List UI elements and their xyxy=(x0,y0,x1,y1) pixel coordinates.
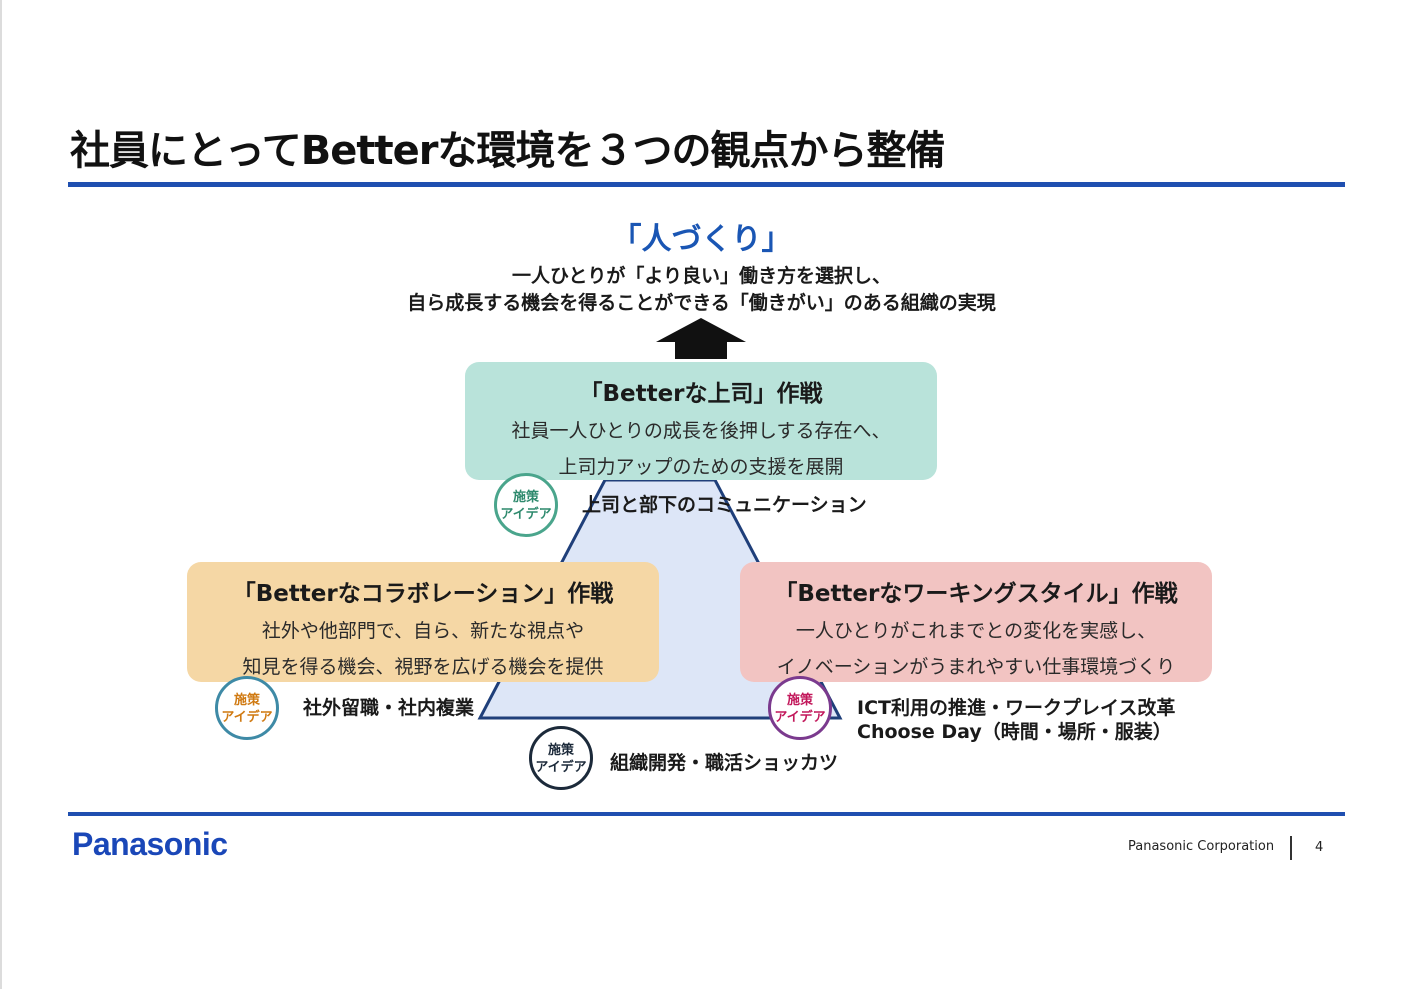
badge-label-1: 施策 xyxy=(233,693,260,708)
badge-label-2: アイデア xyxy=(500,507,552,522)
footer-rule xyxy=(68,812,1345,816)
box-better-collaboration-desc-2: 知見を得る機会、視野を広げる機会を提供 xyxy=(242,656,604,678)
company-name: Panasonic Corporation xyxy=(1128,839,1275,854)
up-arrow-icon xyxy=(656,318,746,342)
box-better-working-style-desc-2: イノベーションがうまれやすい仕事環境づくり xyxy=(776,656,1176,678)
idea-organization-text: 組織開発・職活ショッカツ xyxy=(610,752,839,774)
idea-collaboration-text: 社外留職・社内複業 xyxy=(303,697,475,719)
goal-line-2: 自ら成長する機会を得ることができる「働きがい」のある組織の実現 xyxy=(407,292,996,314)
box-better-collaboration: 「Betterなコラボレーション」作戦 社外や他部門で、自ら、新たな視点や 知見… xyxy=(187,562,659,682)
idea-badge-working-style: 施策 アイデア xyxy=(768,676,832,740)
up-arrow-stem xyxy=(675,341,727,359)
idea-boss-text: 上司と部下のコミュニケーション xyxy=(582,494,867,516)
title-rule xyxy=(68,182,1345,187)
badge-label-1: 施策 xyxy=(547,743,574,758)
page-number: 4 xyxy=(1315,840,1324,855)
box-better-collaboration-title: 「Betterなコラボレーション」作戦 xyxy=(232,581,614,607)
badge-label-1: 施策 xyxy=(512,490,539,505)
box-better-working-style-title: 「Betterなワーキングスタイル」作戦 xyxy=(774,581,1178,607)
idea-badge-organization: 施策 アイデア xyxy=(529,726,593,790)
idea-working-style-text-2: Choose Day（時間・場所・服装） xyxy=(857,721,1172,743)
box-better-collaboration-desc-1: 社外や他部門で、自ら、新たな視点や xyxy=(261,620,585,642)
badge-label-2: アイデア xyxy=(774,710,826,725)
idea-badge-collaboration: 施策 アイデア xyxy=(215,676,279,740)
box-better-boss-desc-2: 上司力アップのための支援を展開 xyxy=(558,456,844,478)
badge-label-2: アイデア xyxy=(221,710,273,725)
goal-line-1: 一人ひとりが「より良い」働き方を選択し、 xyxy=(511,265,892,287)
box-better-boss-title: 「Betterな上司」作戦 xyxy=(579,381,823,407)
badge-label-1: 施策 xyxy=(786,693,813,708)
goal-title: 「人づくり」 xyxy=(611,222,792,257)
box-better-boss-desc-1: 社員一人ひとりの成長を後押しする存在へ、 xyxy=(511,420,891,442)
box-better-working-style-desc-1: 一人ひとりがこれまでとの変化を実感し、 xyxy=(795,620,1157,642)
slide-title: 社員にとってBetterな環境を３つの観点から整備 xyxy=(70,128,946,174)
box-better-boss: 「Betterな上司」作戦 社員一人ひとりの成長を後押しする存在へ、 上司力アッ… xyxy=(465,362,937,480)
idea-badge-boss: 施策 アイデア xyxy=(494,473,558,537)
footer-separator xyxy=(1290,836,1292,860)
slide-edge xyxy=(0,0,2,989)
box-better-working-style: 「Betterなワーキングスタイル」作戦 一人ひとりがこれまでとの変化を実感し、… xyxy=(740,562,1212,682)
idea-working-style-text-1: ICT利用の推進・ワークプレイス改革 xyxy=(857,697,1176,719)
panasonic-logo: Panasonic xyxy=(72,826,228,862)
badge-label-2: アイデア xyxy=(535,760,587,775)
